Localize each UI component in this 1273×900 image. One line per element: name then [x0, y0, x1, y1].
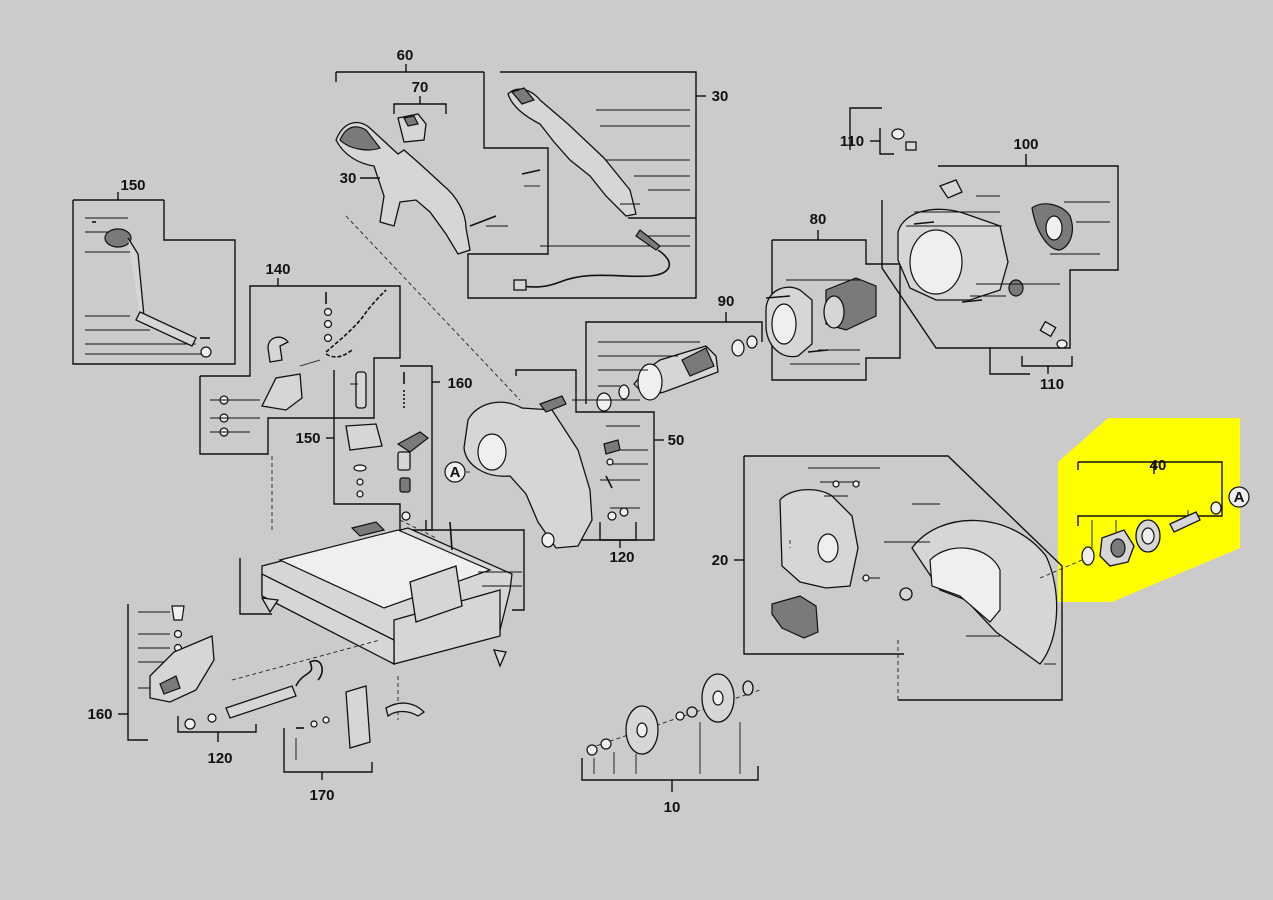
lead-screw-icon: [225, 685, 297, 719]
label-90: 90: [718, 293, 735, 310]
clamp-jaw-icon: [149, 635, 215, 703]
cord-guard-icon: [635, 229, 661, 251]
power-cord-icon: [517, 249, 670, 288]
guard-cover-icon: [779, 489, 859, 589]
label-140: 140: [265, 261, 290, 278]
group-170-hardware[interactable]: 170: [283, 685, 426, 804]
group-160-150-clamp-parts[interactable]: 160 150: [295, 365, 473, 531]
label-70: 70: [412, 79, 429, 96]
group-140-chain-bracket[interactable]: 140: [199, 261, 401, 455]
label-80: 80: [810, 211, 827, 228]
label-30-right: 30: [712, 88, 729, 105]
label-160-top: 160: [447, 375, 472, 392]
label-30-left: 30: [340, 170, 357, 187]
group-20-blade-guard[interactable]: 20: [712, 455, 1063, 701]
label-160-bottom: 160: [87, 706, 112, 723]
group-40-spindle[interactable]: 40 A: [1039, 457, 1250, 579]
bracket-icon: [261, 373, 303, 411]
callout-a-right: [1228, 486, 1250, 508]
label-50: 50: [668, 432, 685, 449]
bearing-icon: [596, 392, 612, 412]
pin-icon: [355, 371, 367, 409]
clamp-plate-icon: [345, 423, 383, 451]
group-50-gear-housing[interactable]: 50 120 A: [444, 369, 685, 566]
group-30-handle-cover[interactable]: 30: [500, 71, 729, 291]
group-100-110-motor-end[interactable]: 110 100 110: [840, 107, 1119, 393]
group-80-stator[interactable]: 80: [765, 211, 901, 381]
callout-a-right-text: A: [1234, 489, 1245, 506]
callout-a-left: [444, 461, 466, 483]
label-150-top: 150: [120, 177, 145, 194]
fan-icon: [637, 363, 663, 401]
label-10: 10: [664, 799, 681, 816]
handle-cover-icon: [507, 88, 637, 217]
label-40: 40: [1150, 457, 1167, 474]
group-90-armature[interactable]: 90: [585, 293, 763, 412]
base-assembly[interactable]: [231, 215, 525, 720]
shaft-icon: [135, 311, 197, 347]
support-block-icon: [345, 685, 371, 749]
guard-clip-icon: [771, 595, 819, 639]
brush-holder-icon: [939, 179, 963, 199]
label-60: 60: [397, 47, 414, 64]
knob-icon: [104, 228, 132, 248]
group-160-lower-clamp[interactable]: 160 120: [87, 604, 323, 767]
label-120-left: 120: [207, 750, 232, 767]
gear-housing-icon: [463, 401, 593, 549]
label-120-mid: 120: [609, 549, 634, 566]
label-150-mid: 150: [295, 430, 320, 447]
label-110-bottom: 110: [1040, 376, 1064, 393]
arbor-bolt-icon: [586, 744, 598, 756]
label-100: 100: [1013, 136, 1038, 153]
washer-icon: [1081, 546, 1095, 566]
main-handle-icon: [335, 121, 471, 255]
brush-cap-icon: [891, 128, 905, 140]
group-60-handle-assembly[interactable]: 60 70 30: [335, 47, 697, 299]
spring-icon: [295, 659, 323, 687]
clip-icon: [267, 336, 289, 363]
label-20: 20: [712, 552, 729, 569]
group-10-blade-flanges[interactable]: 10: [581, 673, 761, 816]
group-150-handle-lever[interactable]: 150: [72, 177, 236, 365]
cam-lever-icon: [396, 431, 429, 453]
callout-a-left-text: A: [450, 464, 461, 481]
label-110-top: 110: [840, 133, 864, 150]
fence-icon: [409, 565, 463, 623]
spindle-shaft-icon: [1169, 511, 1201, 533]
label-170: 170: [309, 787, 334, 804]
